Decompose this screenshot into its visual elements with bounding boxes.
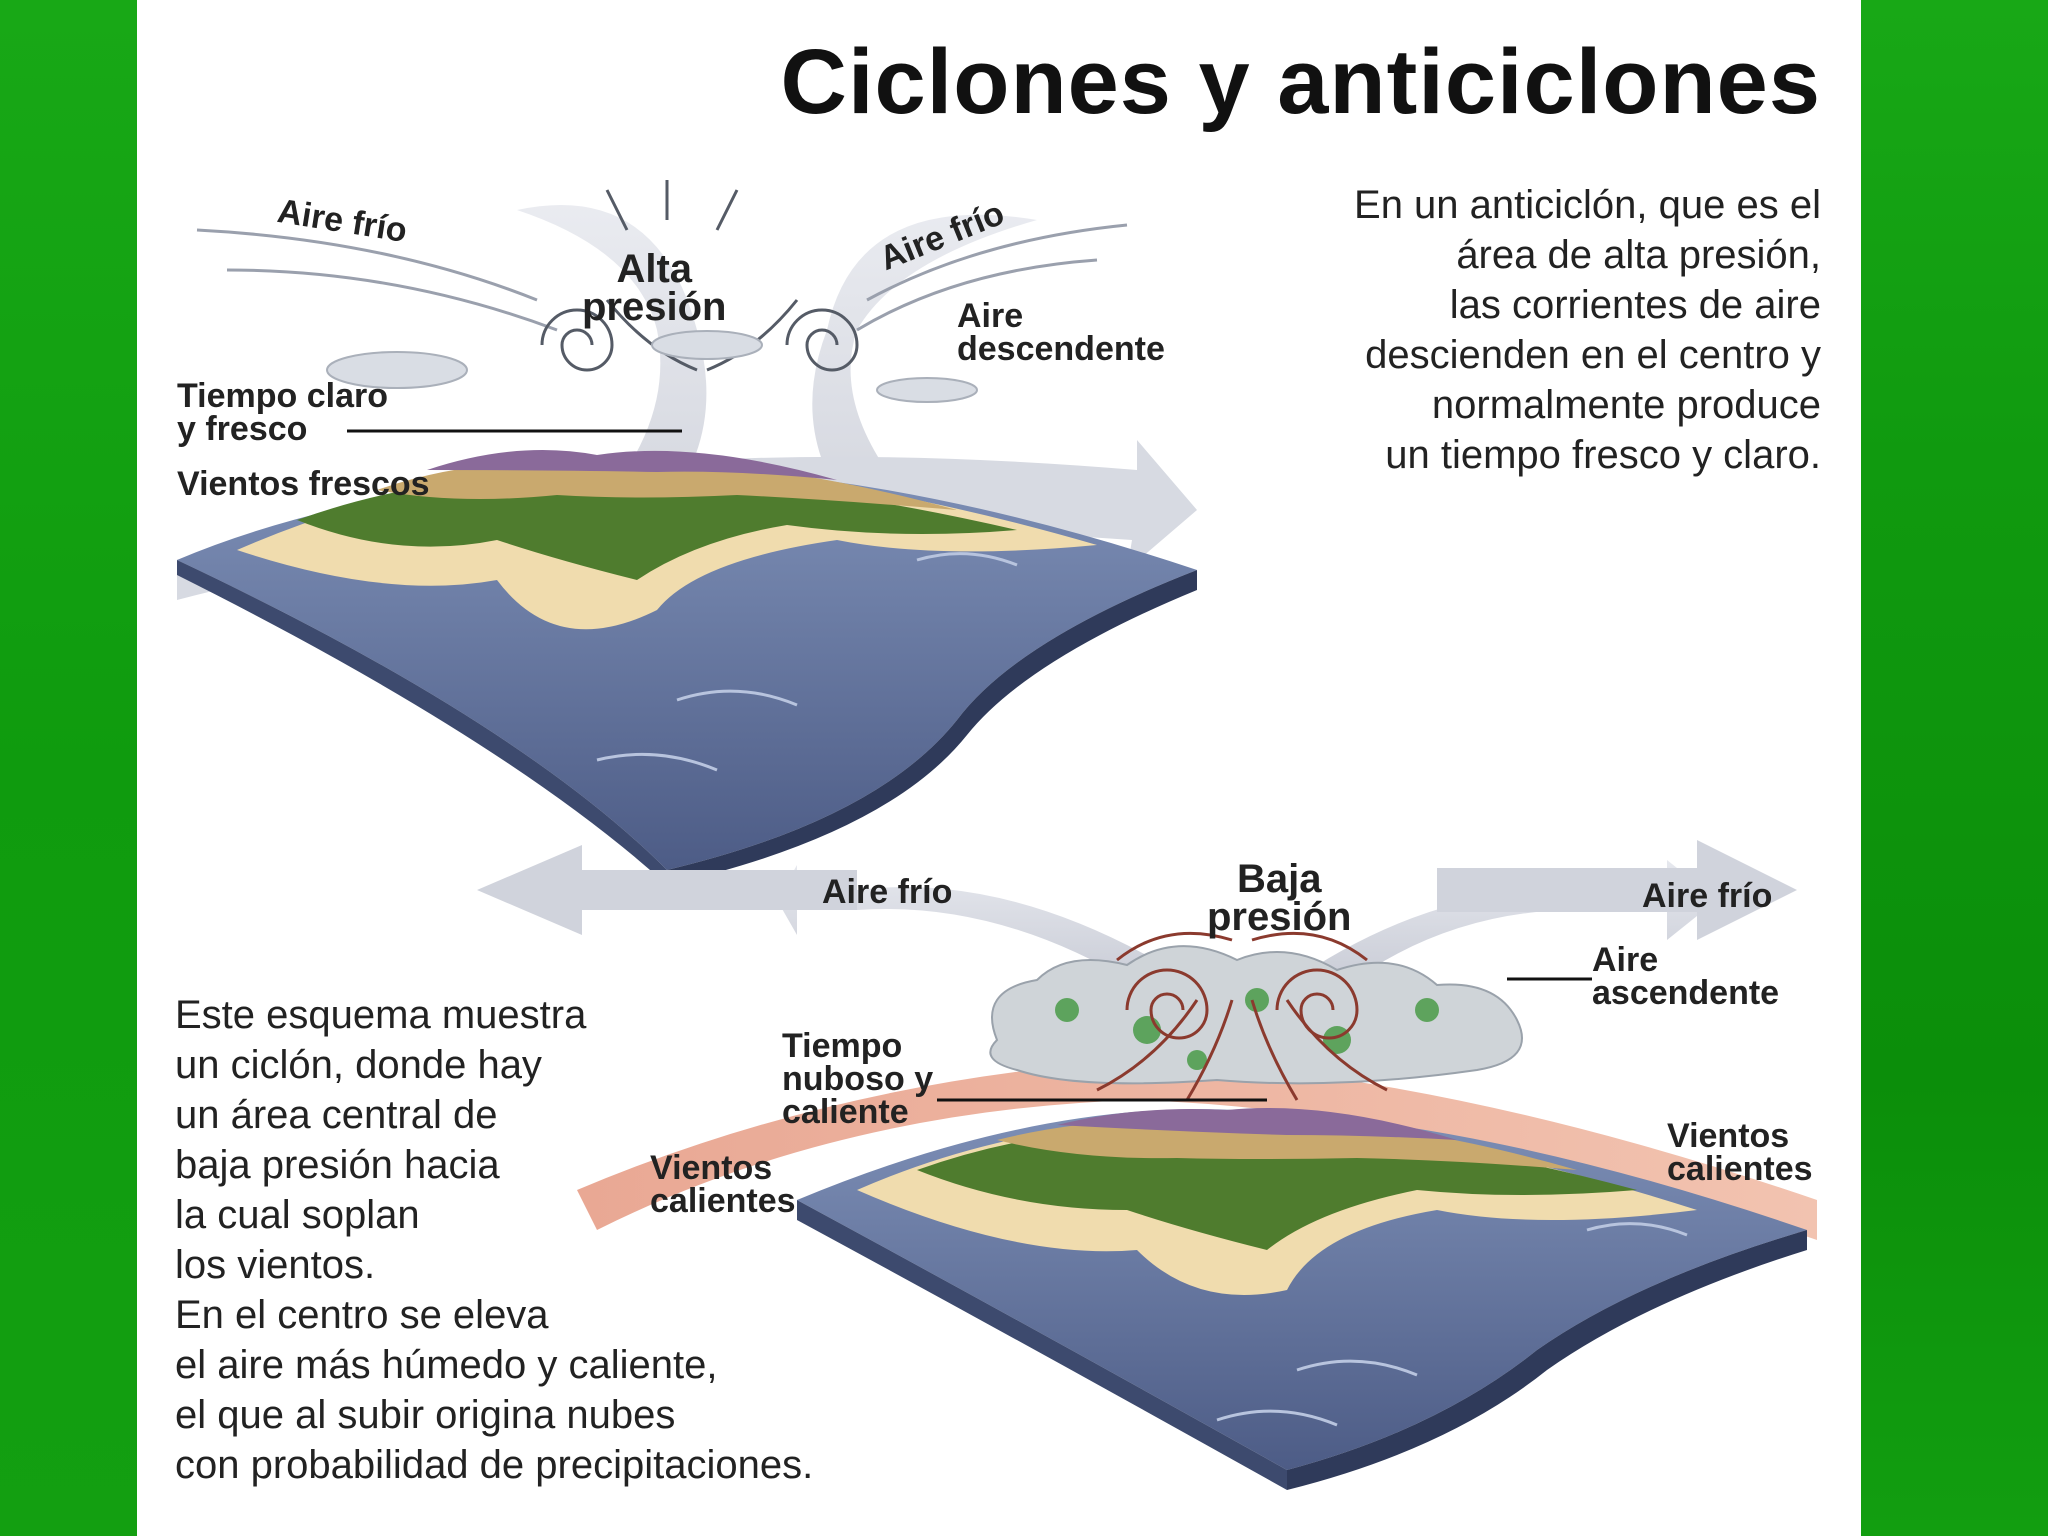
label-clear-weather: Tiempo claro y fresco bbox=[177, 377, 388, 448]
mountains bbox=[427, 450, 837, 480]
anticyclone-description-line: normalmente produce bbox=[1431, 383, 1821, 427]
label-descending-air: Aire descendente bbox=[957, 297, 1165, 368]
anticyclone-description: En un anticiclón, que es el área de alta… bbox=[1354, 180, 1821, 480]
label-warm-winds-right-line: calientes bbox=[1667, 1150, 1813, 1188]
cyclone-description-line: Este esquema muestra bbox=[175, 993, 587, 1037]
label-clear-weather-line: y fresco bbox=[177, 410, 308, 448]
label-cyclone-cold-air-right: Aire frío bbox=[1642, 877, 1773, 915]
label-high-pressure: Alta presión bbox=[582, 247, 727, 329]
cyclone-description-line: el que al subir origina nubes bbox=[175, 1393, 676, 1437]
background-left bbox=[0, 0, 137, 1536]
cyclone-description: Este esquema muestra un ciclón, donde ha… bbox=[175, 990, 813, 1490]
label-ascending-air-line: Aire bbox=[1592, 941, 1659, 979]
label-warm-winds-left: Vientos calientes bbox=[650, 1149, 796, 1220]
clouds bbox=[326, 330, 978, 403]
cyclone-description-line: baja presión hacia bbox=[175, 1143, 500, 1187]
label-low-pressure-line: presión bbox=[1207, 895, 1352, 939]
label-warm-winds-right: Vientos calientes bbox=[1667, 1117, 1813, 1188]
label-cyclone-cold-air-left: Aire frío bbox=[822, 873, 953, 911]
label-warm-winds-left-line: Vientos bbox=[650, 1149, 773, 1187]
diagram-illustrations bbox=[177, 180, 1817, 1490]
cyclone-description-line: con probabilidad de precipitaciones. bbox=[175, 1443, 814, 1487]
slide-panel: Ciclones y anticiclones En un anticiclón… bbox=[137, 0, 1861, 1536]
cyclone-description-line: un área central de bbox=[175, 1093, 498, 1137]
label-low-pressure: Baja presión bbox=[1207, 857, 1352, 939]
cyclone-description-line: un ciclón, donde hay bbox=[175, 1043, 542, 1087]
anticyclone-description-line: un tiempo fresco y claro. bbox=[1385, 433, 1821, 477]
label-ascending-air: Aire ascendente bbox=[1592, 941, 1780, 1012]
label-low-pressure-line: Baja bbox=[1236, 857, 1322, 901]
label-descending-air-line: descendente bbox=[957, 330, 1165, 368]
page-title: Ciclones y anticiclones bbox=[780, 31, 1821, 133]
label-ascending-air-line: ascendente bbox=[1592, 974, 1780, 1012]
cyclone-description-line: la cual soplan bbox=[175, 1193, 420, 1237]
cyclone-description-line: En el centro se eleva bbox=[175, 1293, 549, 1337]
label-descending-air-line: Aire bbox=[957, 297, 1024, 335]
warm-winds bbox=[577, 1060, 1817, 1240]
cyclone-illustration bbox=[477, 840, 1817, 1490]
anticyclone-description-line: las corrientes de aire bbox=[1449, 283, 1821, 327]
cold-air-right-head bbox=[1437, 840, 1797, 940]
label-cloudy-weather: Tiempo nuboso y caliente bbox=[782, 1027, 934, 1131]
forest bbox=[297, 478, 1017, 580]
hills bbox=[377, 462, 957, 510]
label-cool-winds: Vientos frescos bbox=[177, 465, 430, 503]
label-high-pressure-line: presión bbox=[582, 285, 727, 329]
label-warm-winds-right-line: Vientos bbox=[1667, 1117, 1790, 1155]
anticyclone-description-line: área de alta presión, bbox=[1456, 233, 1821, 277]
cyclone-description-line: los vientos. bbox=[175, 1243, 376, 1287]
label-cloudy-weather-line: nuboso y bbox=[782, 1060, 934, 1098]
background-right bbox=[1861, 0, 2048, 1536]
anticyclone-description-line: En un anticiclón, que es el bbox=[1354, 183, 1821, 227]
rising-swirls bbox=[1096, 931, 1388, 1101]
label-high-pressure-line: Alta bbox=[616, 247, 693, 291]
label-cloudy-weather-line: Tiempo bbox=[782, 1027, 903, 1065]
cold-air-left-head bbox=[477, 845, 857, 935]
label-cloudy-weather-line: caliente bbox=[782, 1093, 909, 1131]
label-warm-winds-left-line: calientes bbox=[650, 1182, 796, 1220]
label-clear-weather-line: Tiempo claro bbox=[177, 377, 388, 415]
anticyclone-description-line: descienden en el centro y bbox=[1365, 333, 1821, 377]
cold-air-left-arrow bbox=[777, 865, 1197, 985]
cold-air-streams bbox=[196, 223, 1128, 332]
cyclone-description-line: el aire más húmedo y caliente, bbox=[175, 1343, 718, 1387]
anticyclone-illustration bbox=[177, 180, 1197, 885]
